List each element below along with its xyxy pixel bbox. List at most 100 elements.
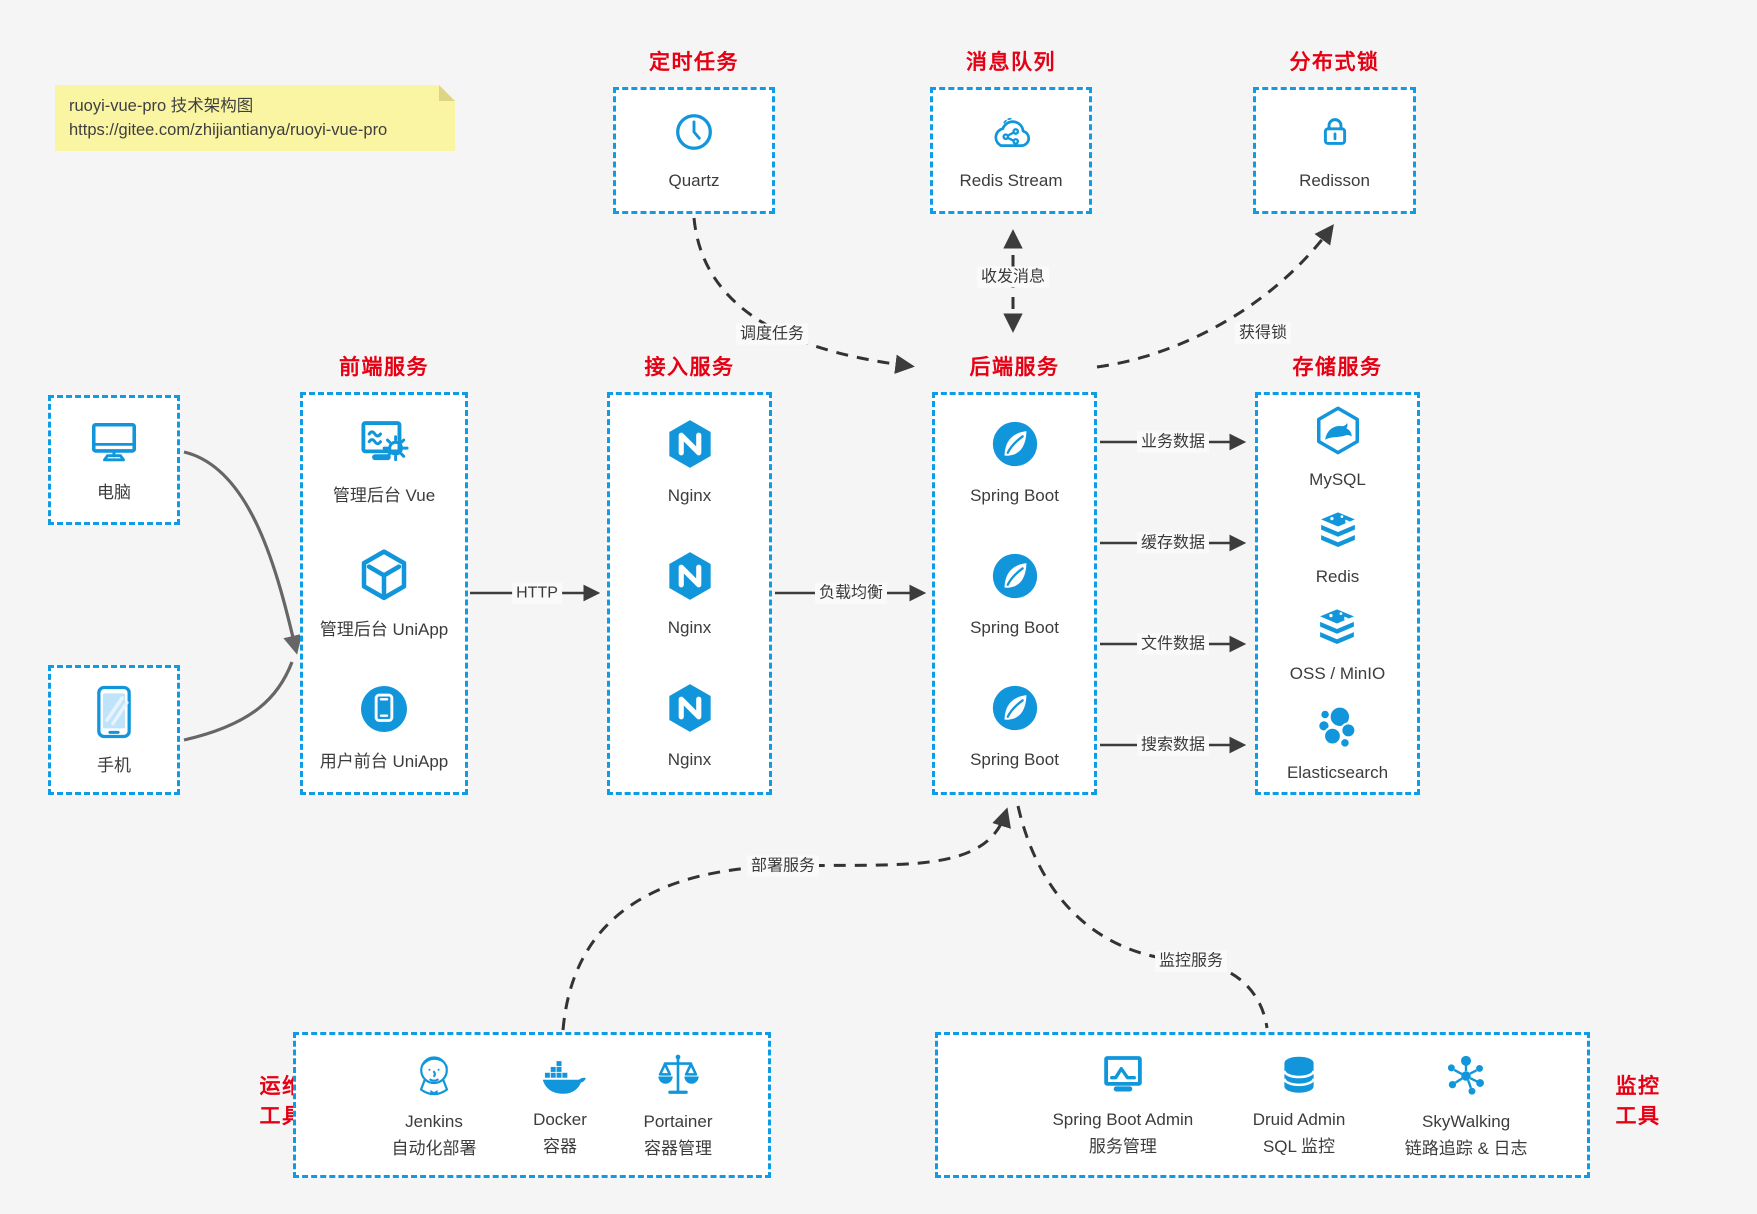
backend-box: Spring Boot Spring Boot Spring Boot <box>932 392 1097 795</box>
phone-icon <box>94 684 134 745</box>
edge-pc-to-frontend <box>183 450 303 655</box>
title-message-queue: 消息队列 <box>966 51 1056 74</box>
node-spring-boot-admin: Spring Boot Admin 服务管理 <box>1052 1052 1193 1159</box>
mobile-client-label: 手机 <box>97 755 131 775</box>
node-label: 管理后台 UniApp <box>319 619 449 639</box>
title-backend: 后端服务 <box>969 356 1060 379</box>
node-label: Redis <box>1315 567 1360 587</box>
skywalking-icon <box>1440 1050 1492 1107</box>
nginx-icon <box>662 680 718 741</box>
node-mysql: MySQL <box>1309 403 1366 491</box>
tool-desc: 服务管理 <box>1088 1136 1157 1156</box>
elasticsearch-icon <box>1309 702 1365 757</box>
tool-name: Docker <box>533 1109 587 1129</box>
tool-name: Jenkins <box>405 1111 463 1131</box>
docker-icon <box>532 1052 588 1105</box>
edge-label-acquire-lock: 获得锁 <box>1234 322 1292 344</box>
mysql-icon <box>1310 403 1366 464</box>
tool-desc: 容器 <box>543 1136 577 1156</box>
node-druid-admin: Druid Admin SQL 监控 <box>1252 1052 1346 1159</box>
storage-box: MySQL Redis OSS / MinIO Elasticsearch <box>1255 392 1420 795</box>
title-storage: 存储服务 <box>1292 356 1383 379</box>
edge-label-monitor: 监控服务 <box>1154 950 1228 972</box>
spring-boot-icon <box>987 548 1043 609</box>
node-label: 用户前台 UniApp <box>319 751 449 771</box>
node-admin-vue: 管理后台 Vue <box>333 414 435 507</box>
edge-label-http: HTTP <box>512 582 562 604</box>
tool-desc: 自动化部署 <box>391 1138 477 1158</box>
spring-boot-admin-icon <box>1096 1052 1150 1105</box>
sticky-note: ruoyi-vue-pro 技术架构图 https://gitee.com/zh… <box>55 85 455 151</box>
node-user-uniapp: 用户前台 UniApp <box>320 680 448 773</box>
cloud-network-icon <box>985 109 1037 160</box>
admin-screen-gear-icon <box>353 414 415 477</box>
spring-boot-icon <box>987 416 1043 477</box>
node-label: 管理后台 Vue <box>332 486 436 506</box>
node-springboot-3: Spring Boot <box>970 680 1059 771</box>
druid-icon <box>1273 1052 1325 1105</box>
edge-label-business-data: 业务数据 <box>1136 431 1210 453</box>
edge-acquire-lock-curve <box>1096 224 1334 369</box>
quartz-label: Quartz <box>668 171 720 190</box>
gateway-box: Nginx Nginx Nginx <box>607 392 772 795</box>
node-nginx-3: Nginx <box>662 680 718 771</box>
node-elasticsearch: Elasticsearch <box>1287 702 1388 784</box>
note-title: ruoyi-vue-pro 技术架构图 <box>69 97 254 115</box>
title-devops-line2: 工具 <box>259 1105 305 1128</box>
tool-name: Druid Admin <box>1252 1109 1346 1129</box>
edge-deploy-curve <box>561 807 1011 1031</box>
title-frontend: 前端服务 <box>339 356 429 379</box>
pc-client-label: 电脑 <box>97 482 131 502</box>
node-nginx-2: Nginx <box>662 548 718 639</box>
node-admin-uniapp: 管理后台 UniApp <box>320 546 448 641</box>
node-label: Elasticsearch <box>1286 762 1389 782</box>
node-redis: Redis <box>1311 508 1365 588</box>
title-devops-tools: 运维 工具 <box>250 1072 314 1132</box>
tool-desc: SQL 监控 <box>1262 1136 1336 1156</box>
nginx-icon <box>662 416 718 477</box>
user-app-icon <box>355 680 413 743</box>
node-jenkins: Jenkins 自动化部署 <box>392 1050 477 1161</box>
edge-mobile-to-frontend <box>183 661 294 742</box>
redisson-label: Redisson <box>1299 171 1370 190</box>
node-skywalking: SkyWalking 链路追踪 & 日志 <box>1405 1050 1528 1161</box>
quartz-box: Quartz <box>613 87 775 214</box>
lock-icon <box>1313 109 1357 160</box>
redis-stream-label: Redis Stream <box>959 171 1063 190</box>
portainer-icon <box>652 1050 704 1107</box>
node-label: MySQL <box>1309 470 1366 490</box>
edge-label-schedule: 调度任务 <box>735 323 809 345</box>
tool-name: Spring Boot Admin <box>1052 1109 1194 1129</box>
uniapp-cube-icon <box>354 546 414 611</box>
node-springboot-2: Spring Boot <box>970 548 1059 639</box>
note-url: https://gitee.com/zhijiantianya/ruoyi-vu… <box>69 121 388 139</box>
edge-label-cache-data: 缓存数据 <box>1136 532 1210 554</box>
monitoring-tools-box: Spring Boot Admin 服务管理 Druid Admin SQL 监… <box>935 1032 1590 1178</box>
edge-label-file-data: 文件数据 <box>1136 633 1210 655</box>
node-nginx-1: Nginx <box>662 416 718 507</box>
edge-monitor-curve <box>1016 805 1269 1029</box>
title-monitoring-line2: 工具 <box>1615 1105 1661 1128</box>
frontend-box: 管理后台 Vue 管理后台 UniApp 用户前台 UniApp <box>300 392 468 795</box>
node-label: Spring Boot <box>970 750 1059 770</box>
desktop-icon <box>85 417 143 472</box>
redis-icon <box>1311 508 1365 561</box>
node-label: Nginx <box>667 485 712 505</box>
redis-stream-box: Redis Stream <box>930 87 1092 214</box>
mobile-client-box: 手机 <box>48 665 180 795</box>
spring-boot-icon <box>987 680 1043 741</box>
tool-name: SkyWalking <box>1422 1111 1511 1131</box>
clock-icon <box>671 109 717 160</box>
node-oss-minio: OSS / MinIO <box>1290 605 1385 685</box>
title-gateway: 接入服务 <box>644 356 735 379</box>
redisson-box: Redisson <box>1253 87 1416 214</box>
title-distributed-lock: 分布式锁 <box>1289 51 1380 74</box>
node-label: Nginx <box>667 617 712 637</box>
tool-desc: 容器管理 <box>643 1138 712 1158</box>
node-portainer: Portainer 容器管理 <box>643 1050 713 1161</box>
node-label: Spring Boot <box>970 617 1059 637</box>
tool-name: Portainer <box>643 1111 713 1131</box>
edge-schedule-curve <box>692 217 915 374</box>
node-springboot-1: Spring Boot <box>970 416 1059 507</box>
